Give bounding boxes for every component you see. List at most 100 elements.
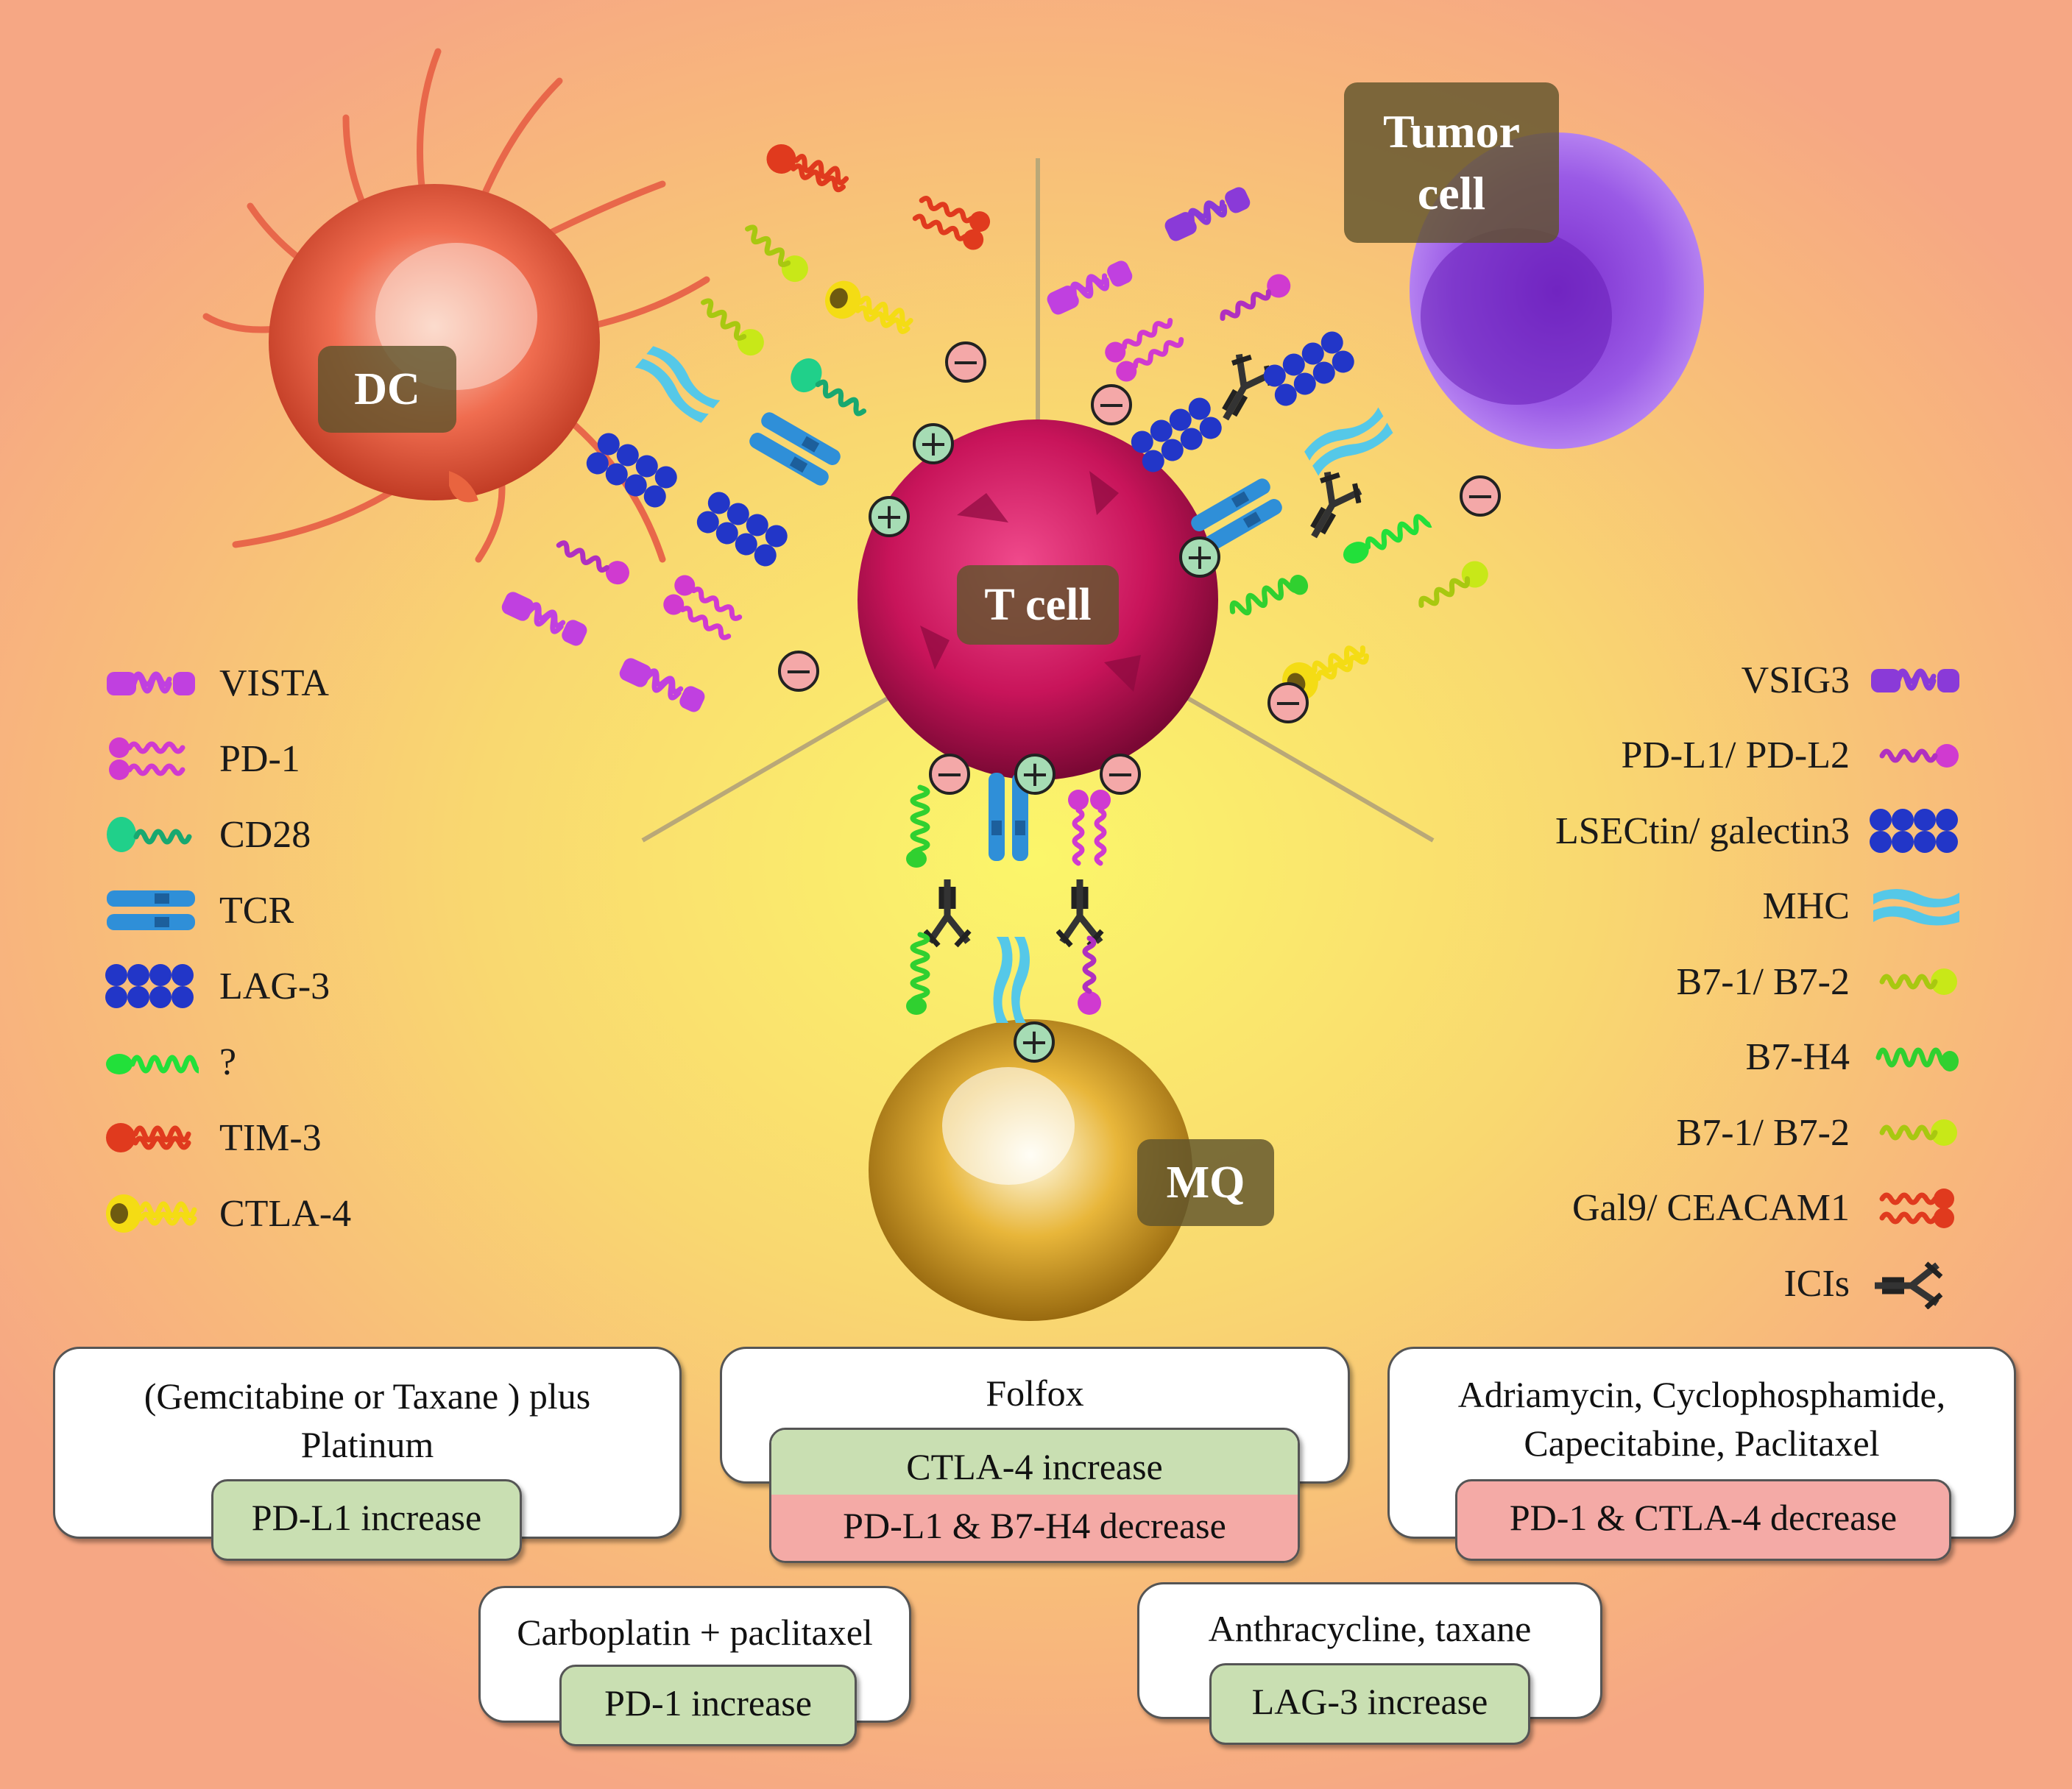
legend-item-pd-l1-pd-l2: PD-L1/ PD-L2 [1621,726,1963,785]
mhc-icon [993,937,1030,1023]
molecule-tcr [1191,478,1282,552]
tcr-icon [989,773,1028,861]
ctla4-icon [103,1188,199,1239]
unknown-receptor-icon [1343,514,1435,564]
lsectin-icon [1867,805,1963,857]
legend-label: TCR [219,889,294,932]
vista-icon [619,658,705,712]
legend-label: Gal9/ CEACAM1 [1572,1187,1850,1229]
pdl1-icon [1220,274,1291,321]
antibody-icon [924,879,972,948]
b7-icon [1867,1107,1963,1158]
molecule-antibody [1310,471,1362,539]
molecule-lag3 [1131,397,1222,472]
svg-text:−: − [1106,754,1135,795]
molecule-pdl1 [1220,274,1291,321]
minus-sign-icon: − [945,341,986,383]
plus-sign-icon: + [1179,536,1220,578]
molecule-b7 [701,298,764,356]
legend-item-unknown: ? [103,1032,236,1091]
svg-text:+: + [919,423,948,464]
svg-text:−: − [935,754,964,795]
minus-sign-icon: − [929,754,970,795]
legend-item-gal9-ceacam1: Gal9/ CEACAM1 [1572,1179,1963,1238]
b7h4-icon [1867,1032,1963,1083]
t-cell-label: T cell [957,565,1119,645]
minus-sign-icon: − [778,651,819,692]
molecule-antibody [924,879,972,948]
legend-item-icis: ICIs [1783,1254,1963,1313]
vista-icon [1047,261,1133,315]
molecule-vsig3 [1164,187,1251,241]
therapy-adriamycin-title-line2: Capecitabine, Paclitaxel [1524,1423,1880,1464]
plus-sign-icon: + [913,423,954,464]
mhc-icon [1867,881,1963,932]
pd1-icon [1068,790,1111,866]
effect-pd1-increase: PD-1 increase [559,1665,857,1746]
legend-label: B7-1/ B7-2 [1676,1111,1850,1154]
legend-label: B7-1/ B7-2 [1676,960,1850,1003]
molecule-pd1 [1105,318,1184,382]
molecule-ctla4 [824,280,913,334]
b7-icon [1867,956,1963,1007]
svg-text:−: − [784,651,813,692]
pdl1-icon [556,540,629,585]
antibody-icon [1867,1258,1963,1310]
molecule-antibody [1222,353,1274,421]
gal9-icon [912,196,991,250]
tcr-icon [103,885,199,936]
effect-pdl1-increase: PD-L1 increase [211,1479,522,1561]
legend-label: B7-H4 [1745,1036,1850,1078]
legend-item-lag-3: LAG-3 [103,957,330,1016]
pdl1-icon [1078,935,1101,1015]
molecule-lag3 [696,492,788,567]
antibody-icon [1056,879,1104,948]
molecule-tim3 [766,144,849,193]
therapy-gemcitabine-title-line1: (Gemcitabine or Taxane ) plus [144,1375,591,1417]
legend-item-vsig3: VSIG3 [1742,651,1963,709]
legend-label: CD28 [219,813,311,856]
legend-label: CTLA-4 [219,1192,352,1235]
svg-text:−: − [1097,384,1126,425]
molecule-tcr [749,412,841,486]
vista-icon [501,592,587,646]
molecule-b7h4 [906,784,930,868]
sign-layer: −++−−+−−−+−+ [778,341,1501,1063]
svg-text:+: + [1019,1021,1049,1063]
mhc-icon [1304,407,1393,476]
legend-label: PD-L1/ PD-L2 [1621,734,1850,776]
effect-pd1-ctla4-decrease: PD-1 & CTLA-4 decrease [1455,1479,1951,1561]
pd1-icon [663,575,743,640]
legend-label: LAG-3 [219,965,330,1007]
dc-label: DC [318,346,456,433]
molecule-unknown-receptor [1343,514,1435,564]
dc-cell [202,48,710,563]
molecule-b7 [1418,561,1488,608]
svg-text:−: − [1273,682,1303,723]
tim3-icon [766,144,849,193]
cd28-icon [791,358,867,417]
therapy-anthracycline-title: Anthracycline, taxane [1208,1608,1532,1649]
vsig3-icon [1164,187,1251,241]
tumor-cell-label: Tumor cell [1344,82,1559,243]
legend-item-tcr: TCR [103,881,294,940]
molecule-mhc [1304,407,1393,476]
b7-icon [1418,561,1488,608]
legend-label: LSECtin/ galectin3 [1555,810,1850,852]
minus-sign-icon: − [1100,754,1141,795]
divider-lines [641,158,1435,843]
effect-lag3-increase: LAG-3 increase [1209,1663,1530,1745]
legend-label: VSIG3 [1741,659,1850,701]
molecule-cd28 [791,358,867,417]
molecule-mhc [634,346,721,423]
molecule-lag3 [586,433,677,508]
svg-text:+: + [874,496,904,537]
legend-item-b7-h4: B7-H4 [1745,1028,1963,1087]
legend-item-pd-1: PD-1 [103,729,300,788]
minus-sign-icon: − [1460,475,1501,517]
molecule-pd1 [1068,790,1111,866]
legend-item-lsectin-galectin3: LSECtin/ galectin3 [1555,801,1963,860]
antibody-icon [1222,353,1274,421]
lag3-icon [1131,397,1222,472]
molecule-gal9 [912,196,991,250]
